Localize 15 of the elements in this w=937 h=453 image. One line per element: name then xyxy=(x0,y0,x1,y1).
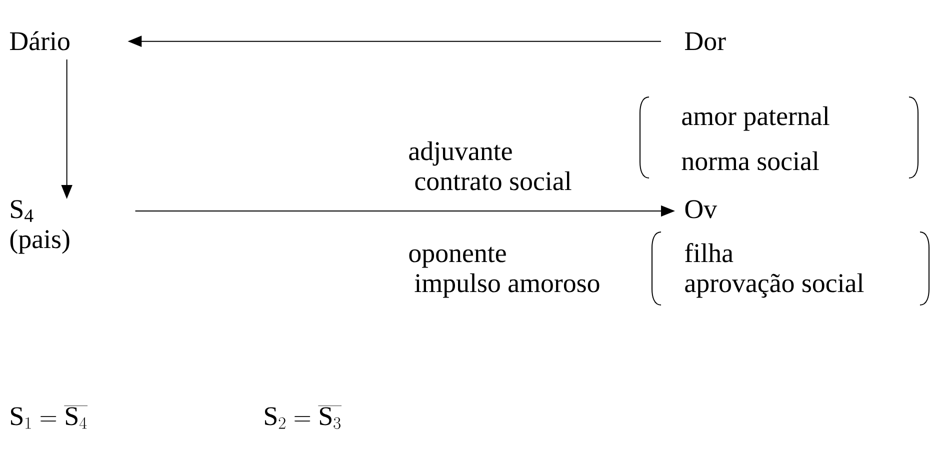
node-label: Dário xyxy=(10,31,70,50)
text-label: impulso amoroso xyxy=(414,273,600,298)
text-label: oponente xyxy=(409,246,506,268)
text-label: contrato social xyxy=(415,171,572,190)
node-label: Dor xyxy=(685,32,726,50)
text-label: adjuvante xyxy=(409,141,512,166)
text-label: filha xyxy=(685,243,734,262)
text-label: amor paternal xyxy=(682,106,830,131)
text-label: aprovação social xyxy=(685,273,864,298)
node-label: S$_{4}$ xyxy=(11,200,34,222)
text-label: norma social xyxy=(682,151,819,170)
node-label: Ov xyxy=(685,200,718,218)
equation: $\mathrm{S}_{2} = \overline{\mathrm{S}_{3}}$ xyxy=(265,406,342,429)
equation: $\mathrm{S}_{1} = \overline{\mathrm{S}_{4}}$ xyxy=(11,406,88,429)
node-caption: (pais) xyxy=(10,229,70,254)
